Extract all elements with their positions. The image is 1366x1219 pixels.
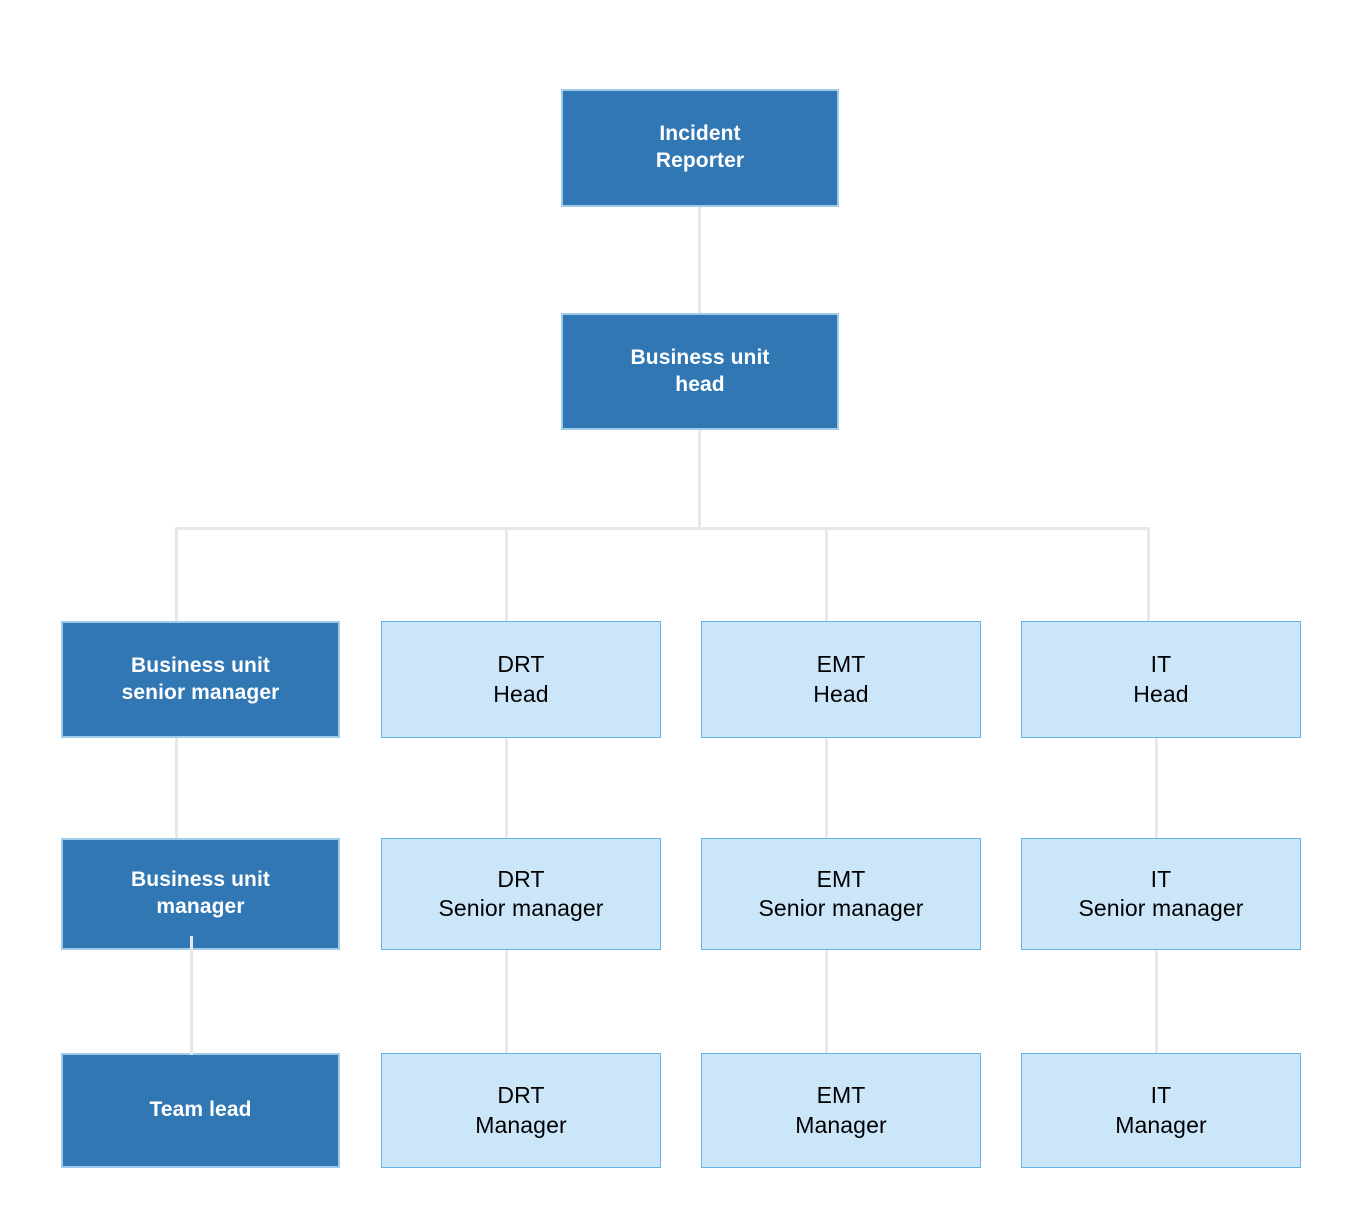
node-drt-senior-manager-label: DRT Senior manager: [438, 865, 604, 921]
connector-drt-head-to-drt-senior: [505, 738, 508, 840]
node-it-senior-manager-label: IT Senior manager: [1078, 865, 1244, 921]
connector-bus-drop-business-unit: [175, 527, 178, 623]
node-business-unit-manager-label: Business unit manager: [131, 868, 270, 918]
node-business-unit-senior-manager[interactable]: Business unit senior manager: [61, 621, 340, 738]
node-it-head-label: IT Head: [1133, 651, 1189, 707]
connector-it-senior-to-it-manager: [1155, 950, 1158, 1055]
node-emt-manager[interactable]: EMT Manager: [701, 1053, 981, 1168]
node-business-unit-manager[interactable]: Business unit manager: [61, 838, 340, 950]
connector-bus-drop-emt: [825, 527, 828, 623]
connector-horizontal-bus: [175, 527, 1150, 530]
connector-bus-drop-drt: [505, 527, 508, 623]
node-drt-senior-manager[interactable]: DRT Senior manager: [381, 838, 661, 950]
node-drt-head[interactable]: DRT Head: [381, 621, 661, 738]
connector-bus-drop-it: [1147, 527, 1150, 623]
node-it-manager[interactable]: IT Manager: [1021, 1053, 1301, 1168]
connector-reporter-to-bu-head: [698, 207, 701, 314]
node-emt-head-label: EMT Head: [813, 651, 869, 707]
node-it-manager-label: IT Manager: [1115, 1082, 1207, 1138]
node-drt-manager-label: DRT Manager: [475, 1082, 567, 1138]
node-business-unit-head[interactable]: Business unit head: [561, 313, 839, 430]
node-it-head[interactable]: IT Head: [1021, 621, 1301, 738]
node-incident-reporter[interactable]: Incident Reporter: [561, 89, 839, 207]
node-incident-reporter-label: Incident Reporter: [655, 122, 745, 172]
node-emt-manager-label: EMT Manager: [795, 1082, 887, 1138]
node-emt-senior-manager[interactable]: EMT Senior manager: [701, 838, 981, 950]
connector-drt-senior-to-drt-manager: [505, 950, 508, 1055]
connector-bu-senior-to-bu-manager: [175, 738, 178, 840]
connector-emt-senior-to-emt-manager: [825, 950, 828, 1055]
node-drt-head-label: DRT Head: [493, 651, 549, 707]
connector-it-head-to-it-senior: [1155, 738, 1158, 840]
node-emt-senior-manager-label: EMT Senior manager: [758, 865, 924, 921]
connector-bu-head-down: [698, 430, 701, 529]
connector-emt-head-to-emt-senior: [825, 738, 828, 840]
node-team-lead-label: Team lead: [149, 1098, 252, 1122]
node-business-unit-senior-manager-label: Business unit senior manager: [121, 653, 280, 704]
node-team-lead[interactable]: Team lead: [61, 1053, 340, 1168]
node-drt-manager[interactable]: DRT Manager: [381, 1053, 661, 1168]
node-it-senior-manager[interactable]: IT Senior manager: [1021, 838, 1301, 950]
node-emt-head[interactable]: EMT Head: [701, 621, 981, 738]
node-business-unit-head-label: Business unit head: [630, 345, 770, 396]
connector-bu-manager-to-team-lead: [190, 936, 193, 1055]
